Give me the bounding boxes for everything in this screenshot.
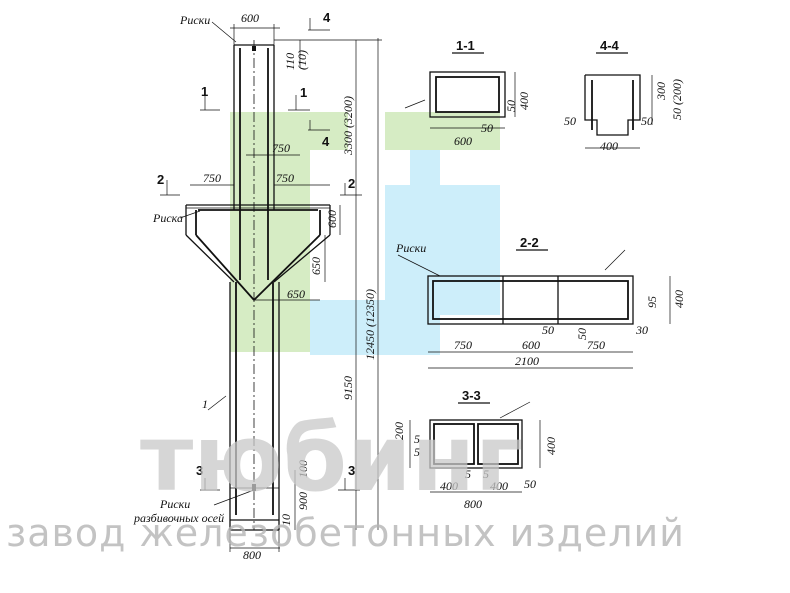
dim-s22-750a: 750 xyxy=(454,338,472,352)
label-pos-1: 1 xyxy=(202,397,208,411)
cut-1-left: 1 xyxy=(201,84,208,99)
dim-s11-600: 600 xyxy=(454,134,472,148)
dim-upper-height: 3300 (3200) xyxy=(341,96,355,156)
watermark-tagline: завод железобетонных изделий xyxy=(6,511,685,555)
elevation-dimensions xyxy=(160,18,382,552)
dim-s22-2100: 2100 xyxy=(515,354,539,368)
dim-s22-750b: 750 xyxy=(587,338,605,352)
watermark-brand: тюбинг xyxy=(140,405,523,512)
cut-2-right: 2 xyxy=(348,176,355,191)
label-riski-top: Риски xyxy=(179,13,210,27)
dim-600-vertical: 600 xyxy=(325,210,339,228)
section-2-2-title: 2-2 xyxy=(520,235,539,250)
logo-blue-stem xyxy=(410,150,440,355)
dim-750-left: 750 xyxy=(203,171,221,185)
logo-blue-right xyxy=(385,185,500,315)
dim-s22-400: 400 xyxy=(672,290,686,308)
section-2-2: 2-2 Риски 750 600 750 2100 400 95 30 50 … xyxy=(395,235,686,369)
section-4-4: 4-4 400 300 50 (200) 50 50 xyxy=(564,38,684,153)
logo-green-top xyxy=(300,112,348,150)
cut-4-top: 4 xyxy=(323,10,331,25)
dim-10-bottom: 10 xyxy=(279,514,293,526)
cut-3-right: 3 xyxy=(348,463,355,478)
dim-650-horizontal: 650 xyxy=(287,287,305,301)
logo-green-right xyxy=(385,112,500,150)
label-riski-axes-1: Риски xyxy=(159,497,190,511)
dim-s44-50b: 50 xyxy=(641,114,653,128)
cut-3-left: 3 xyxy=(196,463,203,478)
dim-s33-800: 800 xyxy=(464,497,482,511)
dim-s33-5d: 5 xyxy=(483,467,489,481)
dim-750-right: 750 xyxy=(276,171,294,185)
dim-650-vertical: 650 xyxy=(309,257,323,275)
column-elevation xyxy=(185,40,331,531)
dim-s44-50-200: 50 (200) xyxy=(670,79,684,120)
label-riski-axes-2: разбивочных осей xyxy=(133,511,224,525)
dim-s22-600: 600 xyxy=(522,338,540,352)
dim-750-center: 750 xyxy=(272,141,290,155)
dim-s11-50a: 50 xyxy=(504,100,518,112)
section-3-3: 3-3 200 5 5 5 5 400 400 800 400 50 xyxy=(392,388,558,511)
dim-900: 900 xyxy=(296,492,310,510)
dim-s33-50: 50 xyxy=(524,477,536,491)
dim-s33-5b: 5 xyxy=(414,445,420,459)
elevation-labels: Риски 600 110 (10) 3300 (3200) 12450 (12… xyxy=(133,10,377,562)
watermark: тюбинг завод железобетонных изделий xyxy=(6,405,685,555)
dim-s22-95: 95 xyxy=(645,296,659,308)
dim-s33-400b: 400 xyxy=(490,479,508,493)
dim-s44-50a: 50 xyxy=(564,114,576,128)
dim-100: 100 xyxy=(296,460,310,478)
dim-s22-30: 30 xyxy=(635,323,648,337)
dim-total-height: 12450 (12350) xyxy=(363,289,377,360)
dim-s22-50b: 50 xyxy=(575,328,589,340)
dim-s22-50a: 50 xyxy=(542,323,554,337)
dim-110: 110 xyxy=(283,53,297,70)
section-3-3-title: 3-3 xyxy=(462,388,481,403)
dim-s11-400: 400 xyxy=(517,92,531,110)
label-riski-22: Риски xyxy=(395,241,426,255)
dim-s33-5a: 5 xyxy=(414,432,420,446)
cut-2-left: 2 xyxy=(157,172,164,187)
dim-s44-400: 400 xyxy=(600,139,618,153)
dim-s11-50b: 50 xyxy=(481,121,493,135)
section-4-4-title: 4-4 xyxy=(600,38,620,53)
dim-s44-300: 300 xyxy=(654,82,668,101)
dim-s33-200: 200 xyxy=(392,422,406,440)
section-1-1-title: 1-1 xyxy=(456,38,475,53)
dim-s33-400a: 400 xyxy=(440,479,458,493)
cut-1-right: 1 xyxy=(300,85,307,100)
section-1-1: 1-1 600 400 50 50 xyxy=(404,38,531,148)
dim-lower-height: 9150 xyxy=(341,376,355,400)
logo-shapes xyxy=(230,112,500,355)
logo-green-bar xyxy=(230,112,310,352)
dim-s33-400-v: 400 xyxy=(544,437,558,455)
dim-s33-5c: 5 xyxy=(465,467,471,481)
cut-4-bottom: 4 xyxy=(322,134,330,149)
dim-bottom-width: 800 xyxy=(243,548,261,562)
label-riska: Риска xyxy=(152,211,183,225)
dim-10: (10) xyxy=(295,50,309,70)
dim-top-width: 600 xyxy=(241,11,259,25)
